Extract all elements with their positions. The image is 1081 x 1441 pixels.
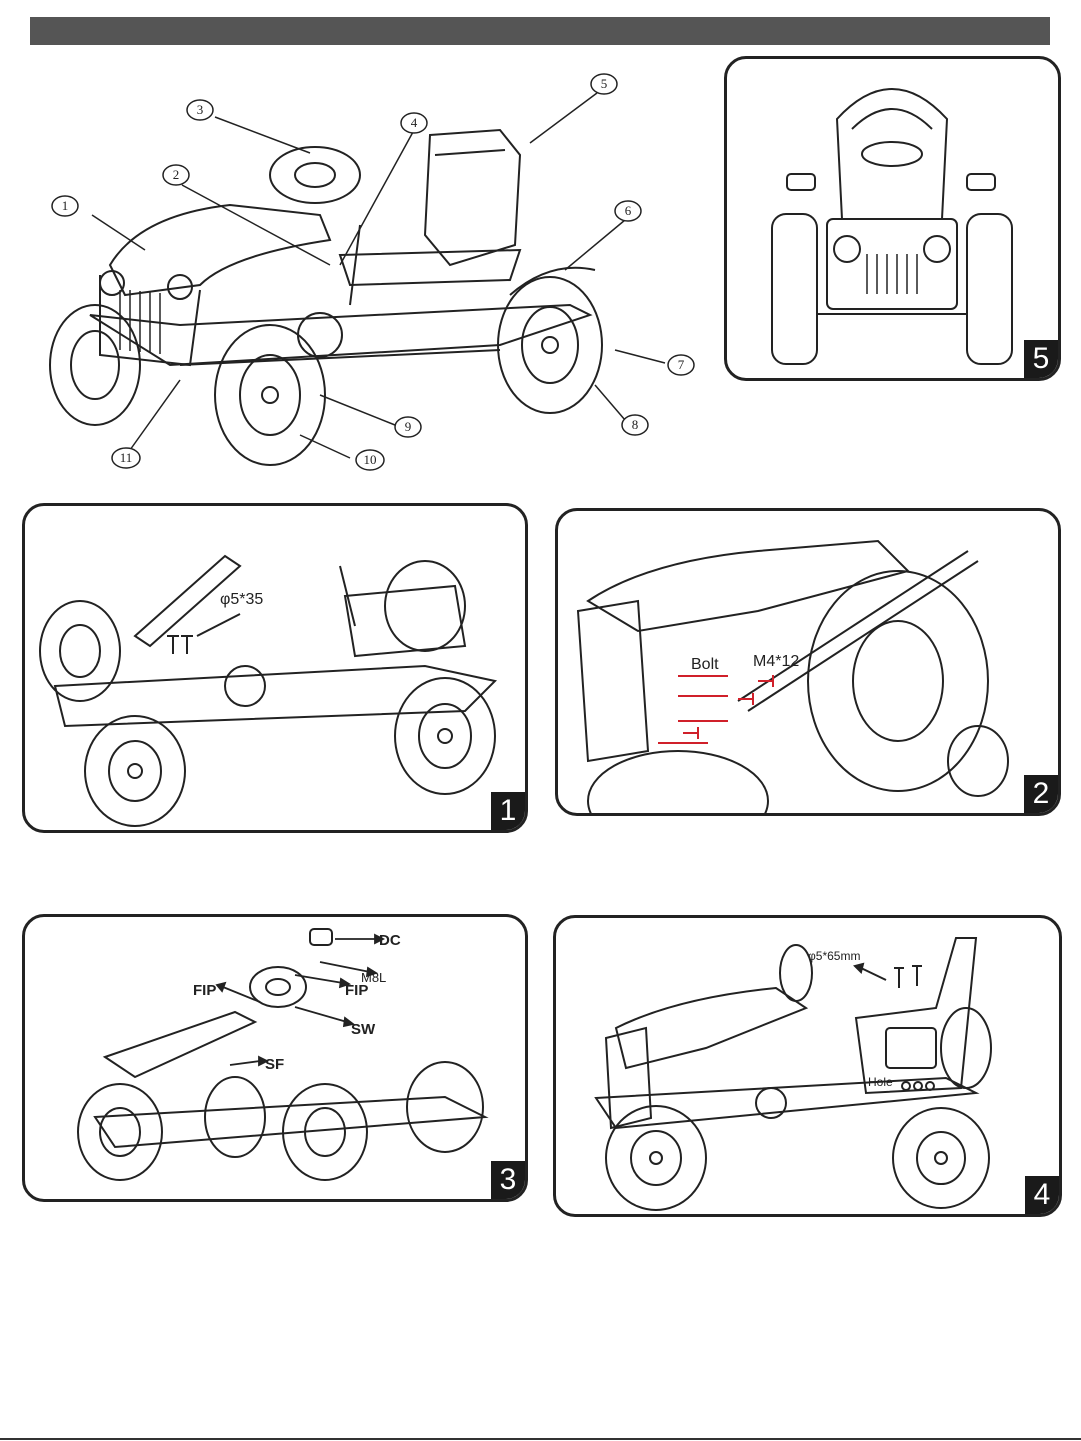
callout-2: 2 (173, 167, 180, 182)
callout-4: 4 (411, 115, 418, 130)
step-3-drawing: DC M8L FIP FIP SW SF (25, 917, 525, 1199)
step-badge-2: 2 (1024, 775, 1058, 813)
step-4-drawing: φ5*65mm Hole (556, 918, 1059, 1214)
callout-5: 5 (601, 76, 608, 91)
step-panel-5: 5 (724, 56, 1061, 381)
fip-right-label: FIP (345, 982, 368, 999)
bolt-label: Bolt (691, 656, 719, 673)
step-panel-4: φ5*65mm Hole 4 (553, 915, 1062, 1217)
step-panel-1: φ5*35 1 (22, 503, 528, 833)
hole-label: Hole (868, 1075, 893, 1089)
front-view-drawing (727, 59, 1058, 378)
footer-rule (0, 1438, 1081, 1440)
callout-8: 8 (632, 417, 639, 432)
go-kart-drawing: 1 2 3 4 5 6 7 8 9 10 11 (30, 65, 710, 480)
dc-label: DC (379, 932, 401, 949)
step-panel-2: Bolt M4*12 2 (555, 508, 1061, 816)
step-2-drawing: Bolt M4*12 (558, 511, 1058, 813)
fip-left-label: FIP (193, 982, 216, 999)
step-panel-3: DC M8L FIP FIP SW SF 3 (22, 914, 528, 1202)
callout-7: 7 (678, 357, 685, 372)
screw-size-label: φ5*35 (220, 591, 263, 608)
sf-label: SF (265, 1056, 284, 1073)
screw-size-label: M4*12 (753, 653, 799, 670)
header-bar (30, 17, 1050, 45)
step-badge-5: 5 (1024, 340, 1058, 378)
callout-11: 11 (120, 450, 133, 465)
callout-6: 6 (625, 203, 632, 218)
overview-illustration: 1 2 3 4 5 6 7 8 9 10 11 (30, 65, 710, 480)
callout-9: 9 (405, 419, 412, 434)
callout-3: 3 (197, 102, 204, 117)
screw-size-label: φ5*65mm (808, 949, 860, 963)
step-1-drawing: φ5*35 (25, 506, 525, 830)
step-badge-1: 1 (491, 792, 525, 830)
step-badge-3: 3 (491, 1161, 525, 1199)
callout-1: 1 (62, 198, 69, 213)
callout-10: 10 (364, 452, 377, 467)
sw-label: SW (351, 1021, 376, 1038)
step-badge-4: 4 (1025, 1176, 1059, 1214)
